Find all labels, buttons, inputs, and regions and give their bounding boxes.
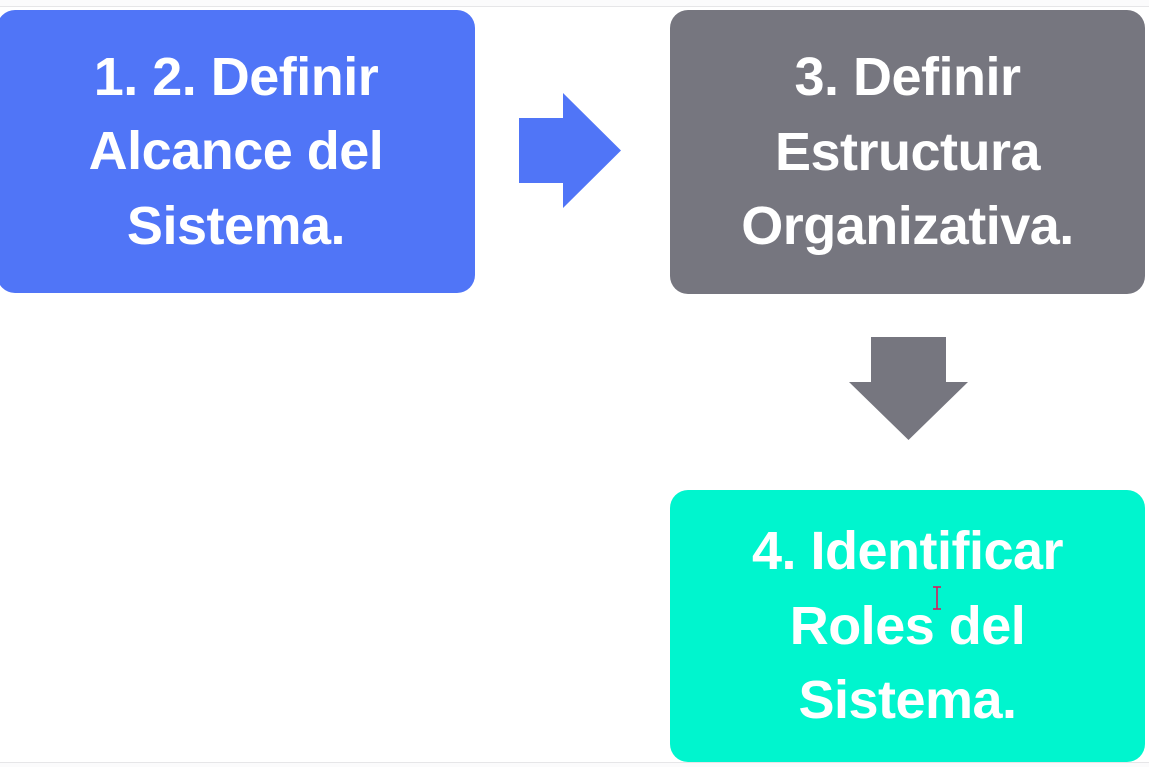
top-chrome-band	[0, 0, 1149, 6]
text-ibeam-cursor	[930, 586, 944, 610]
arrow-down-icon	[849, 337, 968, 440]
top-divider-rule	[0, 6, 1149, 7]
flow-node-roles[interactable]: 4. Identificar Roles del Sistema.	[670, 490, 1145, 762]
arrow-right-icon	[519, 93, 621, 208]
flow-node-structure[interactable]: 3. Definir Estructura Organizativa.	[670, 10, 1145, 294]
flow-node-roles-label: 4. Identificar Roles del Sistema.	[751, 521, 1064, 731]
bottom-chrome-band	[0, 763, 1149, 767]
flow-node-structure-label: 3. Definir Estructura Organizativa.	[741, 47, 1074, 257]
flow-node-scope[interactable]: 1. 2. Definir Alcance del Sistema.	[0, 10, 475, 293]
bottom-divider-rule	[0, 762, 1149, 763]
flow-node-scope-label: 1. 2. Definir Alcance del Sistema.	[88, 46, 384, 256]
